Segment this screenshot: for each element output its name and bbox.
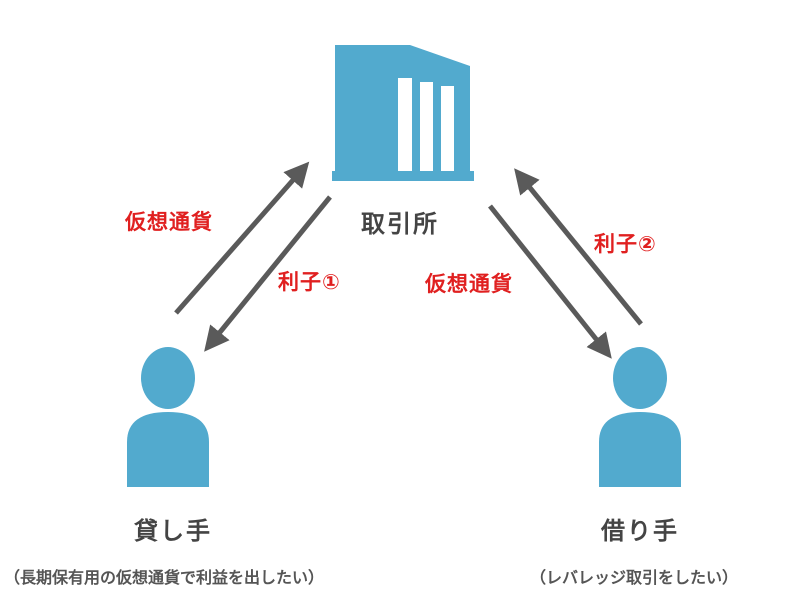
flow-label-lender-to-exchange: 仮想通貨 xyxy=(125,210,213,234)
flow-label-exchange-to-borrower: 仮想通貨 xyxy=(425,272,513,296)
person-icon xyxy=(599,347,681,487)
borrower-note: （レバレッジ取引をしたい） xyxy=(530,568,739,587)
lender-label: 貸し手 xyxy=(134,517,212,545)
borrower-label: 借り手 xyxy=(601,517,679,545)
arrow-lender-to-exchange xyxy=(174,161,310,315)
flow-label-borrower-to-exchange: 利子② xyxy=(594,232,657,256)
arrow-exchange-to-borrower xyxy=(488,204,612,359)
exchange-label: 取引所 xyxy=(361,210,439,238)
arrow-borrower-to-exchange xyxy=(514,168,643,326)
flow-label-exchange-to-lender: 利子① xyxy=(278,270,341,294)
lender-note: （長期保有用の仮想通貨で利益を出したい） xyxy=(4,568,325,587)
building-icon xyxy=(332,45,474,181)
person-icon xyxy=(127,347,209,487)
arrow-exchange-to-lender xyxy=(204,195,332,352)
